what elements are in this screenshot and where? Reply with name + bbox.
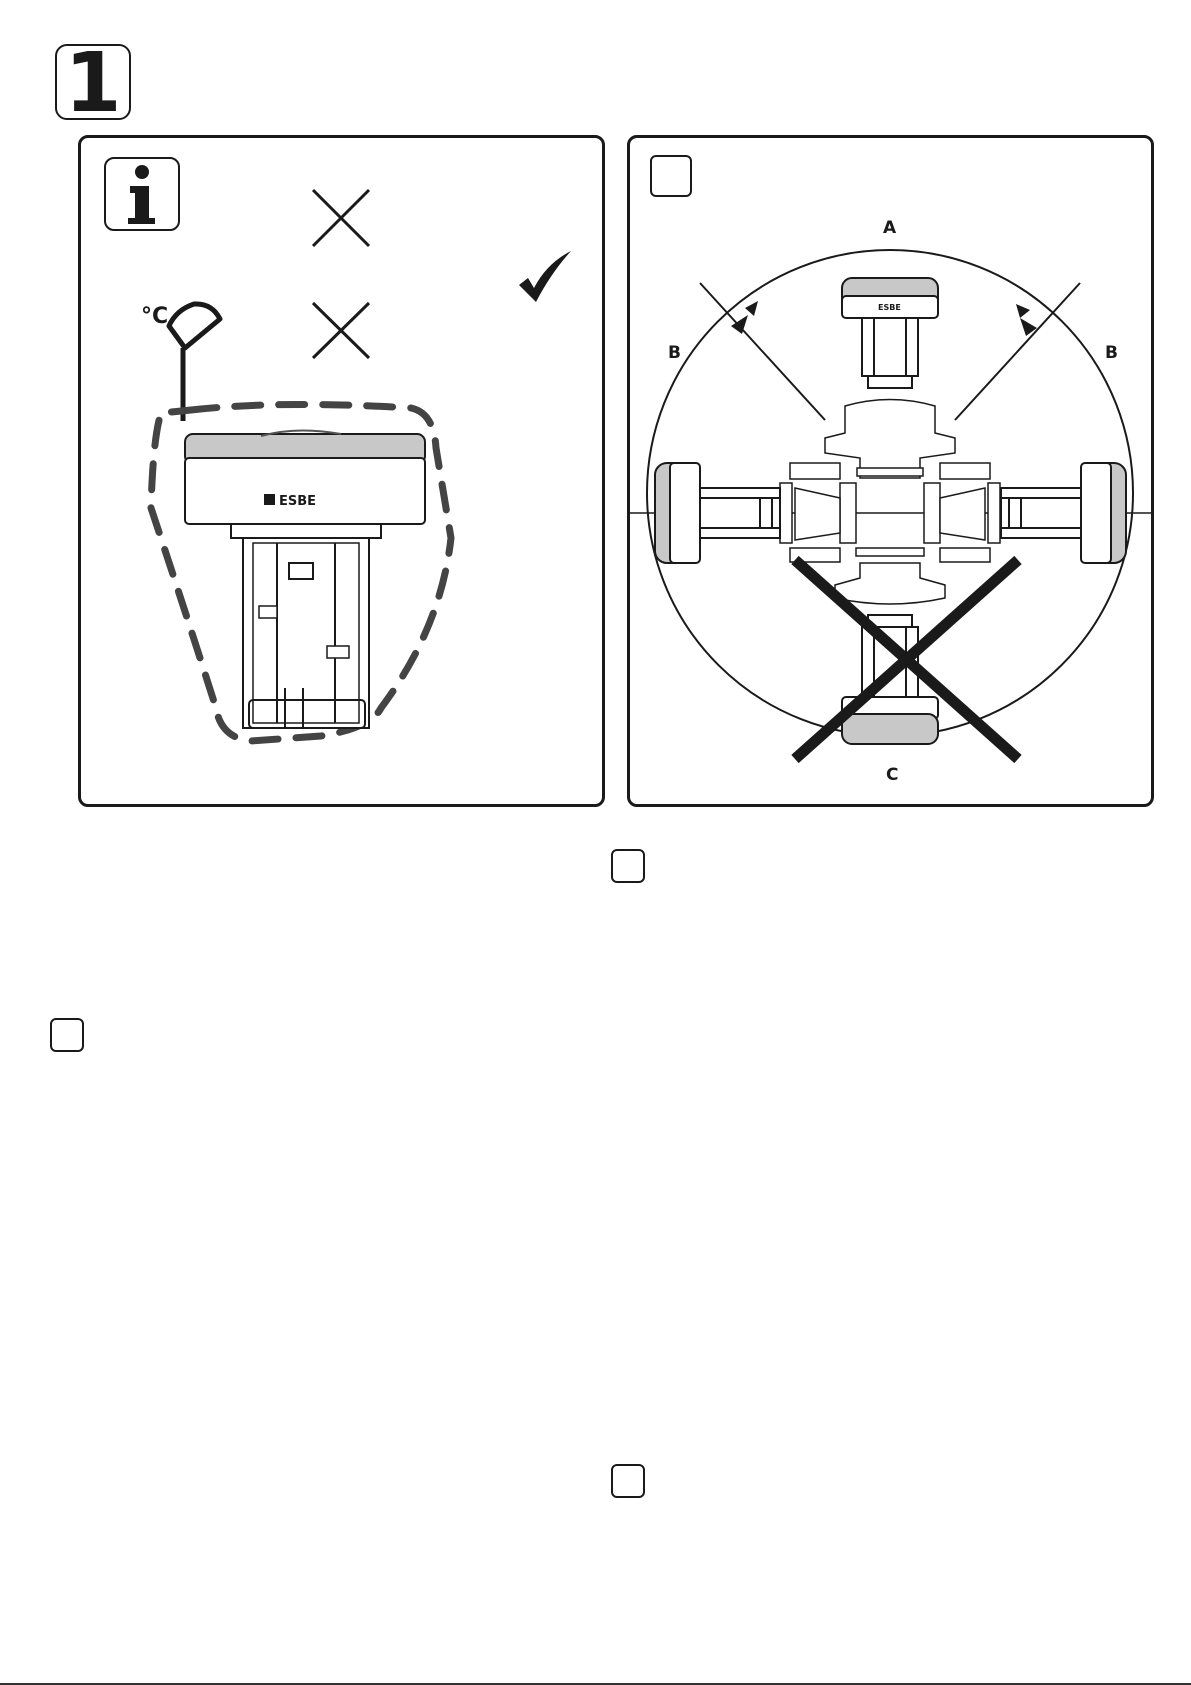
section-marker-right-2 xyxy=(611,1464,645,1498)
actuator-right xyxy=(1001,463,1126,563)
mounting-panel: A B B C ESBE xyxy=(627,135,1154,807)
actuator-brand-top: ESBE xyxy=(878,303,901,312)
label-left: B xyxy=(668,343,681,363)
actuator-left xyxy=(655,463,780,563)
temperature-sensor-icon xyxy=(169,304,220,421)
cross-icon xyxy=(313,190,369,246)
actuator-illustration xyxy=(185,430,425,728)
label-bottom: C xyxy=(886,765,898,785)
label-right: B xyxy=(1105,343,1118,363)
step-number: 1 xyxy=(57,38,129,130)
label-top: A xyxy=(883,218,897,238)
actuator-brand: ESBE xyxy=(279,494,316,509)
actuator-top xyxy=(842,278,938,388)
info-panel: °C ESBE xyxy=(78,135,605,807)
info-illustration: °C ESBE xyxy=(81,138,602,804)
check-icon xyxy=(519,251,571,302)
cross-icon xyxy=(313,303,369,358)
section-marker-right-1 xyxy=(611,849,645,883)
info-icon xyxy=(105,158,179,230)
section-marker-left xyxy=(50,1018,84,1052)
temperature-unit: °C xyxy=(141,304,168,329)
mounting-illustration: A B B C ESBE xyxy=(630,138,1151,804)
step-number-box: 1 xyxy=(55,44,131,120)
